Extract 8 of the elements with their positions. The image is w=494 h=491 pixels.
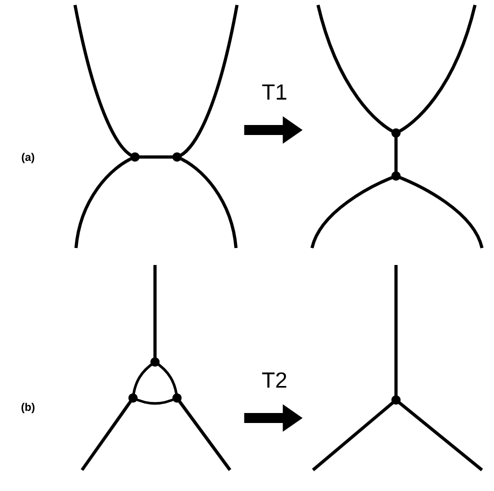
edge-label: T1 — [262, 84, 286, 100]
foam-drawing — [310, 4, 484, 248]
foam-drawing — [73, 4, 239, 248]
foam-drawing — [80, 265, 232, 471]
foam-drawing — [312, 265, 484, 472]
edge-label: T2 — [262, 372, 286, 388]
panel-label: (a) — [22, 152, 34, 164]
panel-label: (b) — [22, 402, 34, 414]
